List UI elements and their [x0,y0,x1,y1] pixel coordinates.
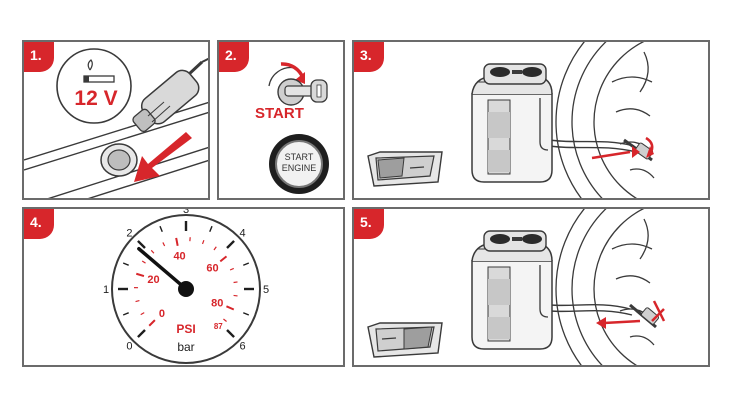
bar-minor-tick [122,312,129,316]
button-line-2: ENGINE [281,163,317,173]
bar-tick-label: 4 [240,227,246,239]
bar-tick-label: 5 [263,284,269,296]
psi-minor-tick [141,260,146,264]
step-2-illustration [268,62,329,194]
step-3-panel: 3. [352,40,710,200]
detach-arrow-icon [596,300,666,329]
psi-tick-label: 80 [211,297,223,309]
psi-tick-label: 20 [147,274,159,286]
bar-tick-label: 2 [126,227,132,239]
bar-tick-label: 1 [103,284,109,296]
bar-tick-label: 6 [240,341,246,353]
bar-major-tick [137,329,146,338]
psi-minor-tick [162,242,166,247]
step-1-panel: 12 V 1. [22,40,210,200]
psi-minor-tick [223,318,227,322]
air-hose [549,139,637,153]
ignition-key-icon [268,62,328,106]
bar-minor-tick [122,262,129,266]
air-hose [549,304,633,316]
bar-minor-tick [209,225,213,232]
psi-tick-label: 0 [159,308,165,320]
psi-unit-label: PSI [176,322,195,336]
start-engine-button [269,134,329,194]
power-switch-off [367,151,443,187]
psi-max-label: 87 [214,322,223,331]
step-4-panel: 0 1 2 3 4 5 6 0 20 40 60 80 87 PSI bar 4. [22,207,345,367]
step-number: 4. [30,214,42,230]
psi-major-tick [175,237,179,246]
step-number: 5. [360,214,372,230]
arrow-icon [134,132,192,182]
psi-minor-tick [213,246,217,251]
psi-minor-tick [140,312,145,316]
step-number: 2. [225,47,237,63]
step-number: 1. [30,47,42,63]
power-plug [132,57,208,133]
power-switch-on [367,322,443,358]
psi-major-tick [219,255,228,263]
step-badge-4: 4. [24,209,54,239]
step-badge-5: 5. [354,209,384,239]
start-label: START [255,105,304,122]
step-badge-1: 1. [24,42,54,72]
step-badge-2: 2. [219,42,249,72]
gauge-needle-hub [178,281,194,297]
step-3-illustration [367,42,655,198]
bar-tick-label: 3 [183,209,189,216]
bar-tick-label: 0 [126,341,132,353]
step-badge-3: 3. [354,42,384,72]
voltage-callout [56,48,132,124]
psi-major-tick [226,305,235,311]
psi-tick-label: 40 [173,251,185,263]
cigarette-lighter-icon [83,59,115,83]
psi-major-tick [148,319,156,327]
psi-minor-tick [150,249,155,254]
bar-unit-label: bar [177,340,194,354]
step-1-illustration [24,48,208,198]
psi-tick-label: 60 [206,263,218,275]
compressor-unit [471,63,553,183]
step-number: 3. [360,47,372,63]
psi-minor-tick [201,239,205,245]
socket-outlet [100,143,138,177]
step-5-illustration [367,209,666,365]
tire-outline [555,209,655,365]
bar-major-tick [137,240,146,249]
psi-major-tick [135,272,145,278]
psi-minor-tick [229,267,234,271]
bar-minor-tick [243,262,250,266]
voltage-label: 12 V [74,87,118,110]
step-5-panel: 5. [352,207,710,367]
psi-minor-tick [233,294,238,297]
button-line-1: START [284,152,314,162]
bar-minor-tick [159,225,163,232]
tire-outline [555,42,655,198]
bar-major-tick [226,329,235,338]
psi-minor-tick [233,281,238,284]
pressure-gauge: 0 1 2 3 4 5 6 0 20 40 60 80 87 PSI bar [103,209,269,364]
compressor-unit [471,230,553,350]
attach-arrow-icon [591,136,654,160]
psi-minor-tick [135,300,140,303]
valve-stem [629,303,660,329]
step-2-panel: START START ENGINE 2. [217,40,345,200]
bar-minor-tick [243,312,250,316]
bar-major-tick [226,240,235,249]
